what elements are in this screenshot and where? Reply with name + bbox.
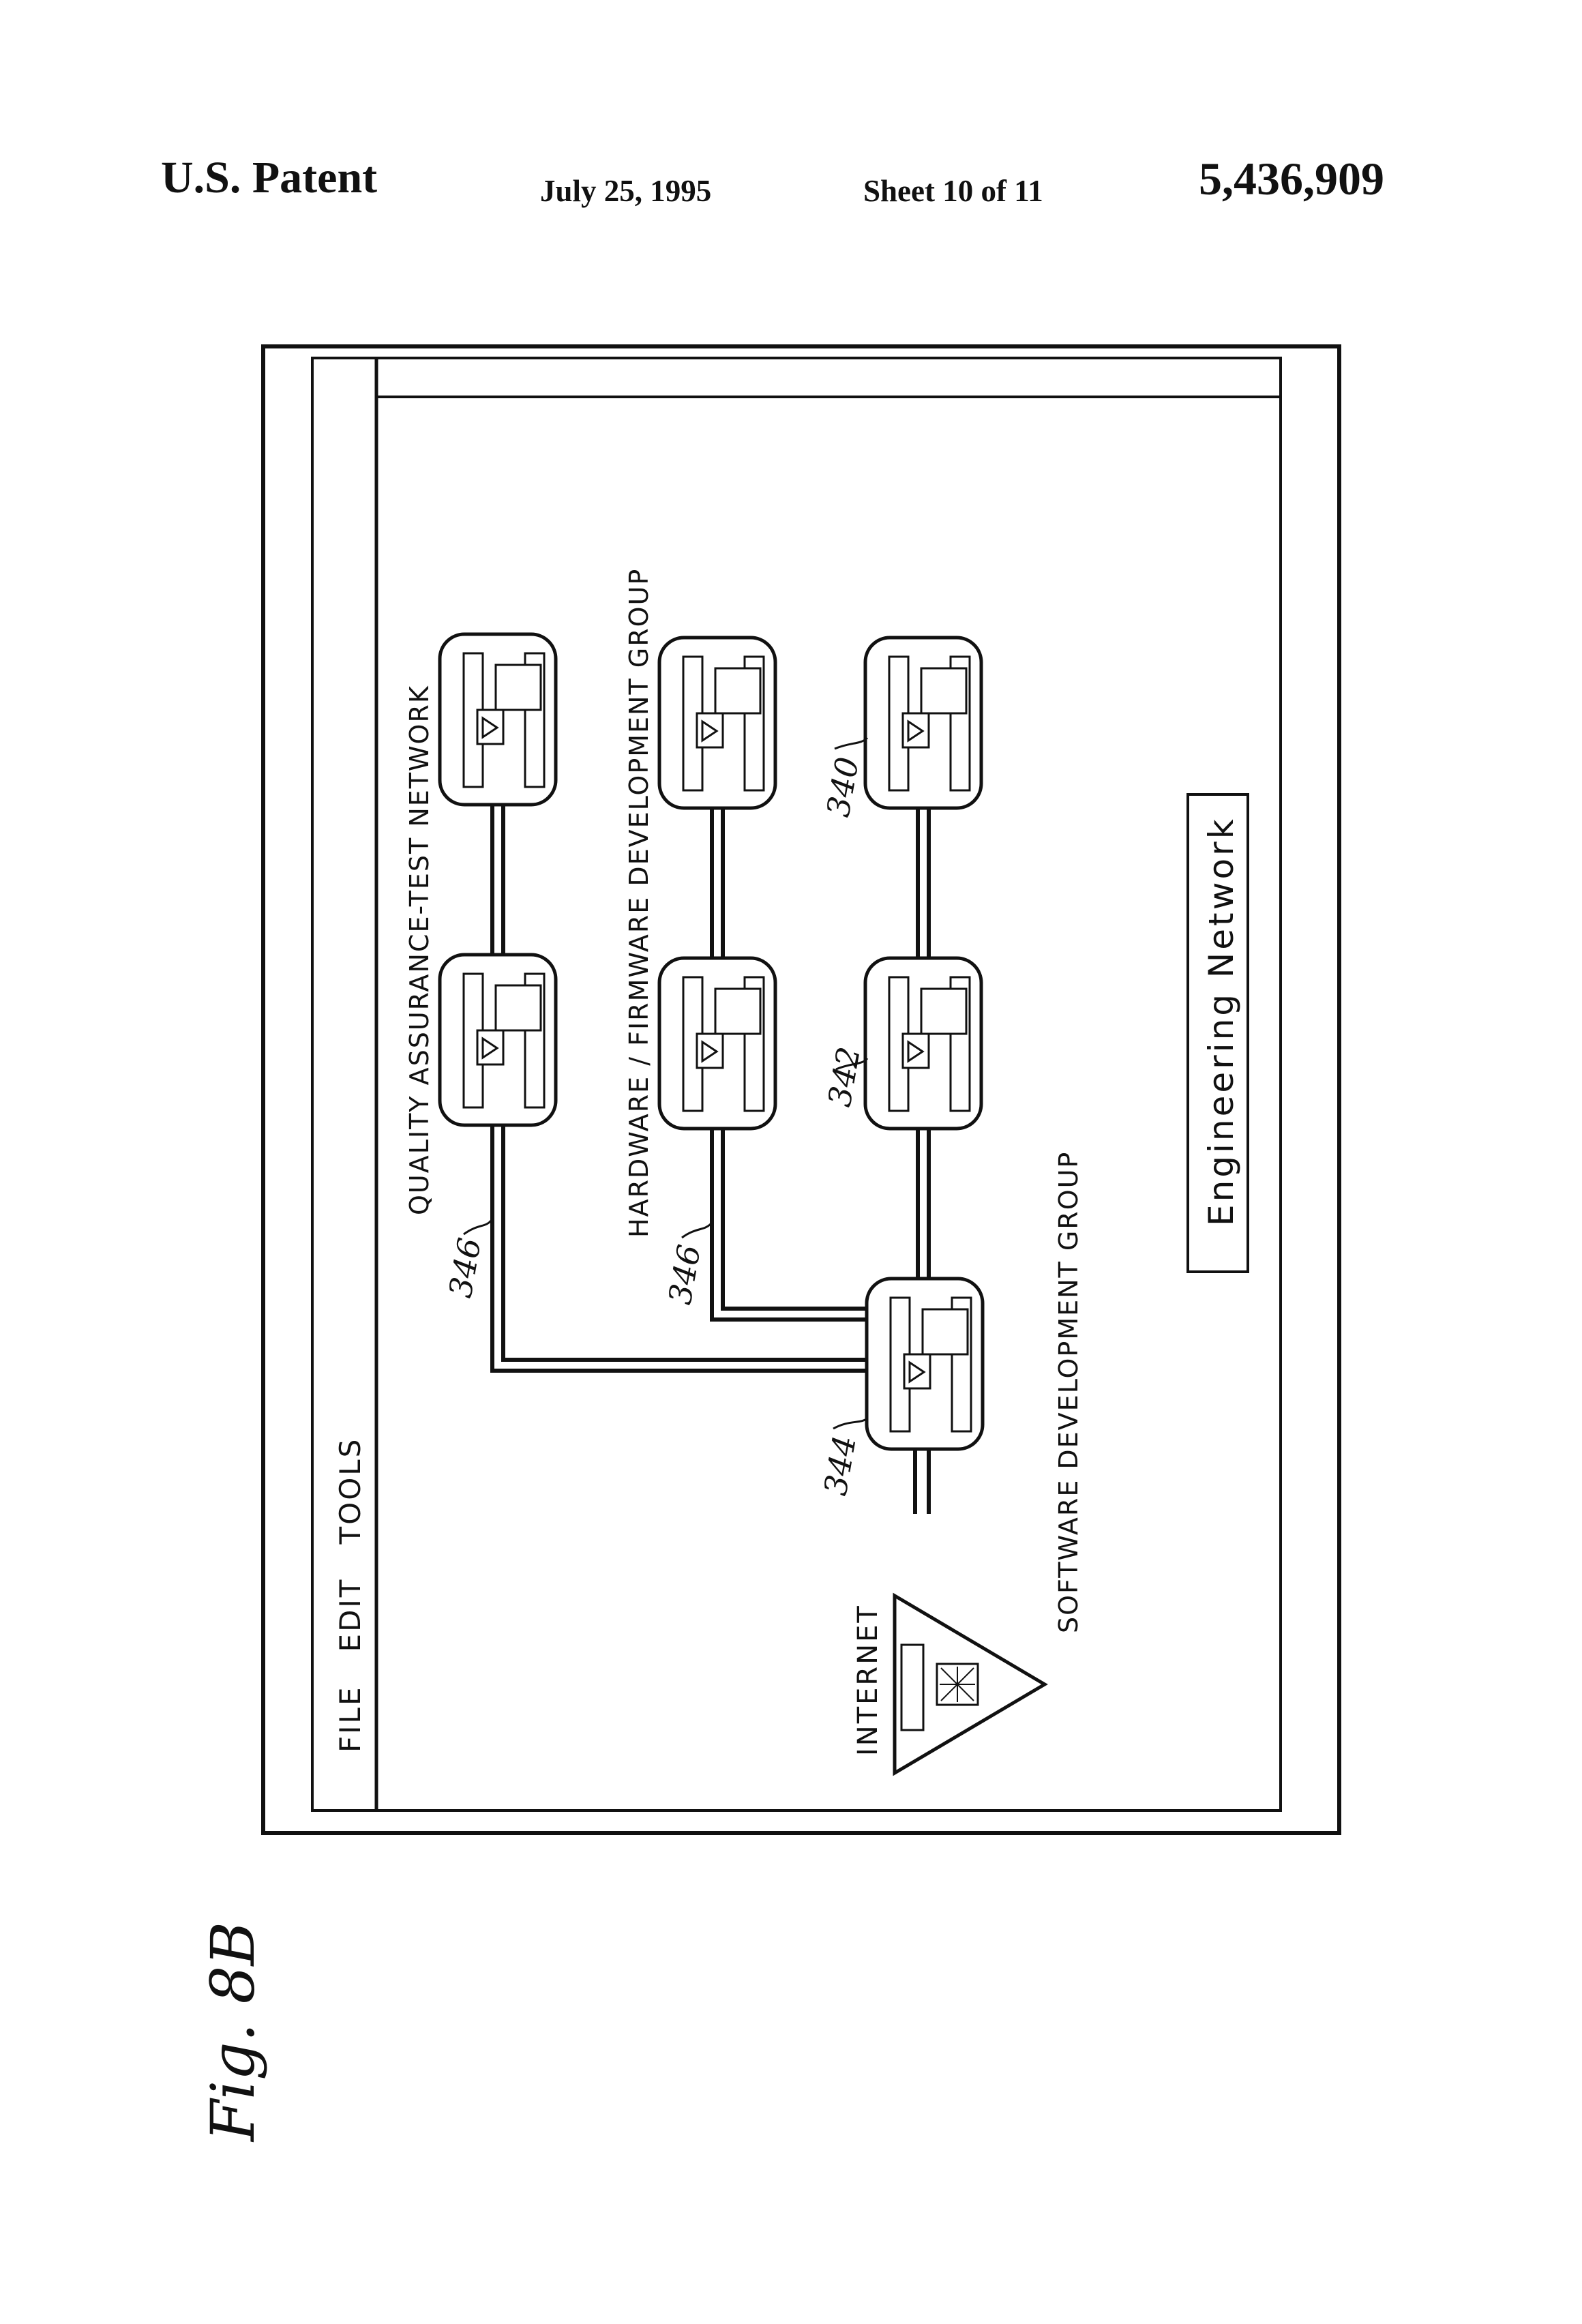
workstation-344[interactable] bbox=[867, 1279, 983, 1449]
workstation-qa-2[interactable] bbox=[440, 955, 556, 1125]
caption-engineering-network: Engineering Network bbox=[1202, 816, 1241, 1226]
workstation-qa-1[interactable] bbox=[440, 634, 556, 805]
workstation-hw-1[interactable] bbox=[659, 638, 775, 808]
workstation-342[interactable] bbox=[865, 958, 981, 1129]
ref-346-qa: 346 bbox=[442, 1235, 488, 1300]
ref-340: 340 bbox=[820, 754, 866, 820]
leader-346-qa bbox=[464, 1221, 491, 1234]
leader-344 bbox=[833, 1418, 867, 1429]
internet-gateway[interactable] bbox=[895, 1596, 1045, 1773]
ref-346-hw: 346 bbox=[661, 1242, 708, 1307]
network-links bbox=[492, 805, 929, 1514]
menu-bar[interactable]: FILE EDIT TOOLS bbox=[333, 1437, 367, 1753]
leader-346-hw bbox=[682, 1224, 711, 1238]
group-label-qa: QUALITY ASSURANCE-TEST NETWORK bbox=[404, 685, 434, 1215]
ref-344: 344 bbox=[817, 1433, 863, 1498]
leader-340 bbox=[835, 738, 867, 749]
workstation-hw-2[interactable] bbox=[659, 958, 775, 1129]
group-label-sw: SOFTWARE DEVELOPMENT GROUP bbox=[1054, 1151, 1084, 1633]
ref-342: 342 bbox=[821, 1044, 867, 1109]
router-icon bbox=[937, 1664, 978, 1705]
group-label-hw: HARDWARE / FIRMWARE DEVELOPMENT GROUP bbox=[624, 568, 654, 1238]
figure-label: Fig. 8B bbox=[198, 1922, 268, 2143]
internet-label: INTERNET bbox=[852, 1604, 884, 1756]
workstation-340[interactable] bbox=[865, 638, 981, 808]
